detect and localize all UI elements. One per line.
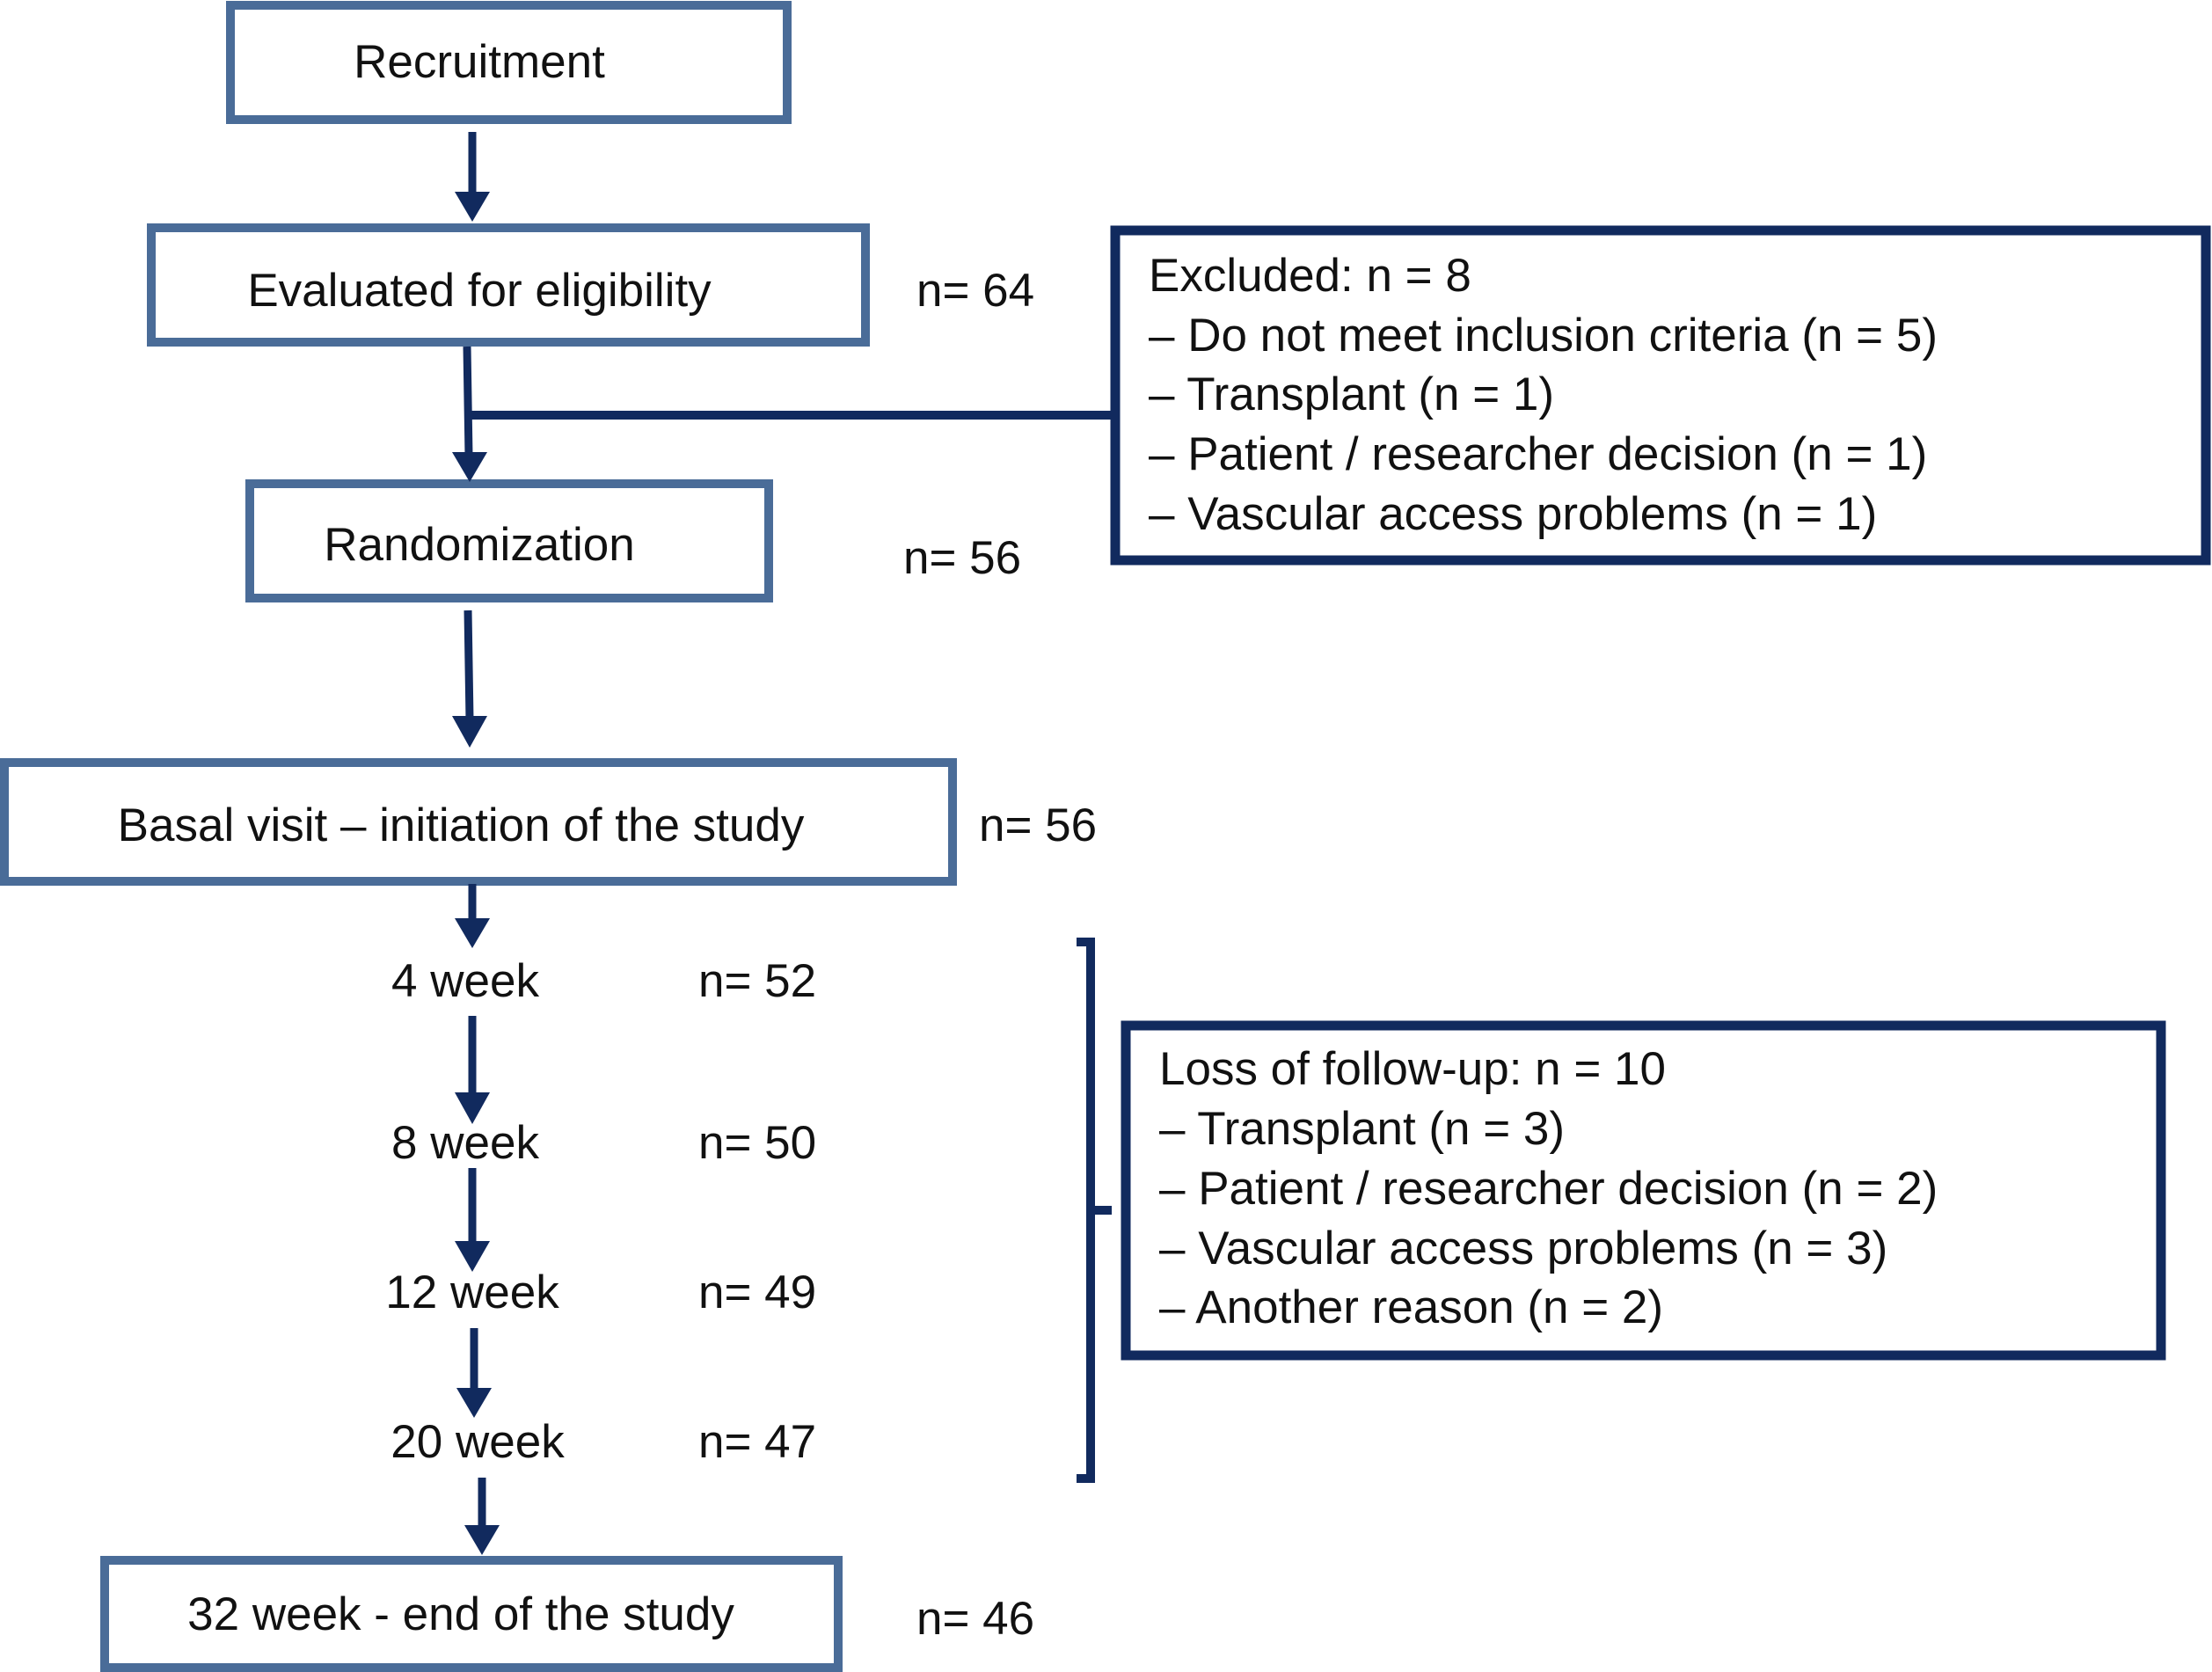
end-of-study-count: n= 46 xyxy=(916,1593,1034,1645)
eligibility-box-border xyxy=(147,223,870,347)
week-8-count: n= 50 xyxy=(698,1117,816,1169)
week-4-count: n= 52 xyxy=(698,955,816,1007)
eligibility-count: n= 64 xyxy=(916,265,1034,317)
arrowhead xyxy=(464,1525,500,1555)
week-12-count: n= 49 xyxy=(698,1267,816,1318)
recruitment-box: Recruitment xyxy=(226,1,792,124)
week-20-count: n= 47 xyxy=(698,1416,816,1468)
loss-of-follow-up-reason: – Patient / researcher decision (n = 2) xyxy=(1159,1163,1938,1215)
excluded-reason: – Patient / researcher decision (n = 1) xyxy=(1149,428,1927,480)
randomization-box-border xyxy=(245,479,773,602)
excluded-reason: – Transplant (n = 1) xyxy=(1149,369,1554,420)
arrowhead xyxy=(455,918,490,948)
recruitment-label: Recruitment xyxy=(354,36,605,88)
arrowhead xyxy=(455,192,490,222)
randomization-label: Randomization xyxy=(324,519,635,571)
flow-arrows xyxy=(452,132,500,1555)
loss-of-follow-up-reason: – Transplant (n = 3) xyxy=(1159,1103,1565,1155)
basal-visit-box-border xyxy=(0,758,957,886)
arrowhead xyxy=(452,452,487,482)
week-4-label: 4 week xyxy=(391,955,539,1007)
arrow-shaft xyxy=(464,610,474,720)
arrowhead xyxy=(455,1092,490,1124)
basal-visit-label: Basal visit – initiation of the study xyxy=(118,799,805,851)
loss-of-follow-up-title: Loss of follow-up: n = 10 xyxy=(1159,1043,1666,1095)
excluded-box: Excluded: n = 8 – Do not meet inclusion … xyxy=(1110,225,2211,566)
excluded-reason: – Do not meet inclusion criteria (n = 5) xyxy=(1149,310,1938,361)
randomization-box: Randomization xyxy=(245,479,773,602)
week-12-label: 12 week xyxy=(385,1267,559,1318)
arrowhead xyxy=(452,716,487,748)
loss-of-follow-up-reason: – Vascular access problems (n = 3) xyxy=(1159,1223,1887,1274)
end-of-study-box-border xyxy=(100,1556,843,1672)
arrowhead xyxy=(456,1388,492,1418)
week-20-label: 20 week xyxy=(391,1416,565,1468)
end-of-study-label: 32 week - end of the study xyxy=(187,1588,734,1640)
arrow-shaft xyxy=(463,346,473,456)
excluded-box-border xyxy=(1110,225,2211,566)
loss-of-follow-up-box-border xyxy=(1121,1020,2166,1361)
arrowhead xyxy=(455,1241,490,1272)
end-of-study-box: 32 week - end of the study xyxy=(100,1556,843,1672)
eligibility-label: Evaluated for eligibility xyxy=(247,265,712,317)
recruitment-box-border xyxy=(226,1,792,124)
loss-of-follow-up-reason: – Another reason (n = 2) xyxy=(1159,1281,1663,1333)
week-8-label: 8 week xyxy=(391,1117,539,1169)
excluded-reason: – Vascular access problems (n = 1) xyxy=(1149,488,1877,540)
loss-of-follow-up-box: Loss of follow-up: n = 10 – Transplant (… xyxy=(1121,1020,2166,1361)
follow-up-bracket xyxy=(1077,938,1112,1483)
basal-visit-box: Basal visit – initiation of the study xyxy=(0,758,957,886)
eligibility-box: Evaluated for eligibility xyxy=(147,223,870,347)
basal-visit-count: n= 56 xyxy=(979,799,1097,851)
randomization-count: n= 56 xyxy=(903,532,1021,584)
excluded-title: Excluded: n = 8 xyxy=(1149,250,1471,302)
